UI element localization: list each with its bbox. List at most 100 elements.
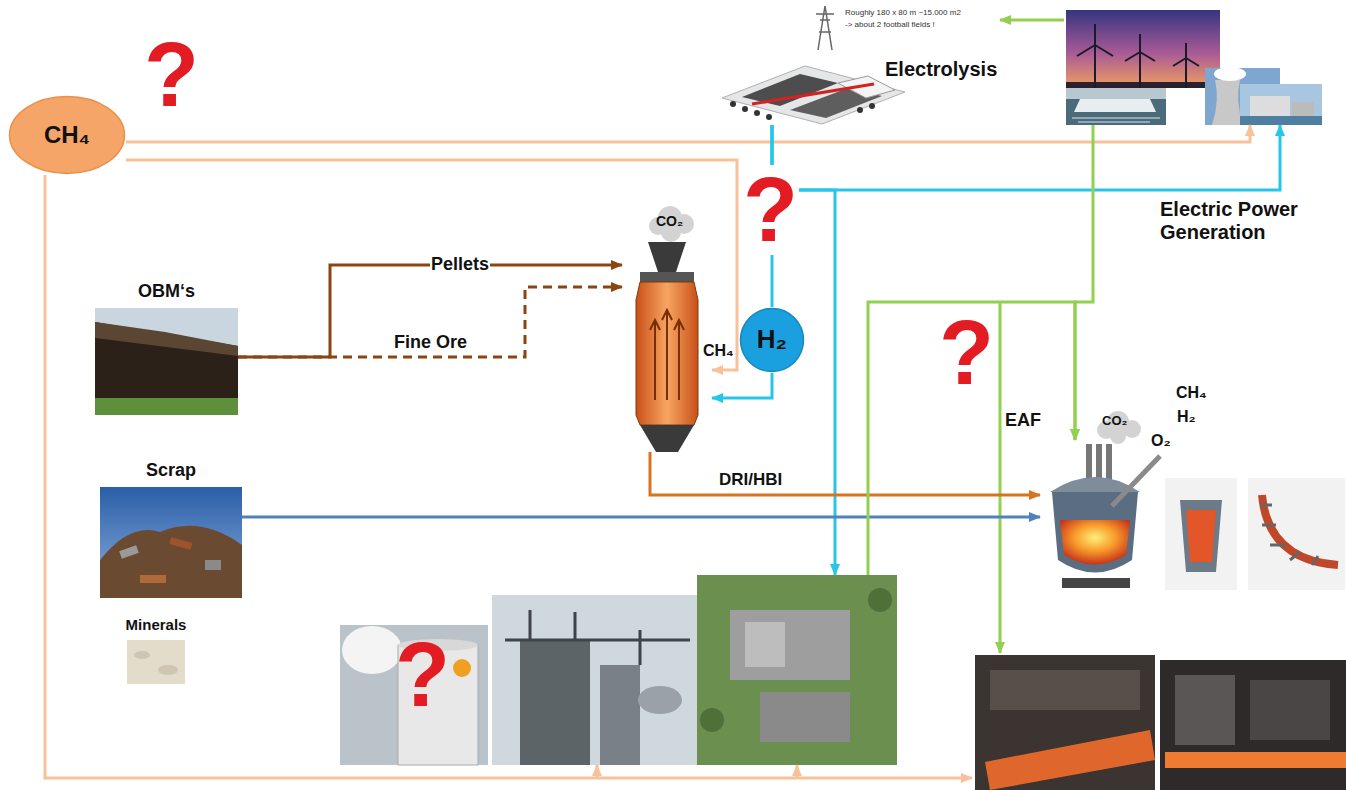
hydrogen-circle: H₂ xyxy=(739,307,805,373)
rolling-mill-photo xyxy=(1250,680,1330,740)
power-plant-group: ? xyxy=(340,575,898,765)
edge-group xyxy=(45,20,1280,778)
edge-label-anchor: Pellets xyxy=(430,254,490,275)
electrolysis-plant-drawing xyxy=(766,114,772,120)
scrap-pile-photo xyxy=(205,560,221,570)
shaft-furnace-drawing xyxy=(636,282,698,425)
ore-stockpile-photo xyxy=(95,308,238,415)
industrial-plant-photo xyxy=(638,686,682,714)
caster-drawing xyxy=(1248,478,1345,590)
gas-tank-photo xyxy=(340,625,488,765)
power-generation: Electric Power Generation xyxy=(1064,8,1322,125)
electrolysis-plant-drawing xyxy=(730,101,736,107)
minerals-photo xyxy=(127,640,185,684)
wind-farm-photo xyxy=(1125,34,1155,88)
rolling-mill-photo xyxy=(1165,752,1346,768)
material-title: Minerals xyxy=(126,616,187,633)
question-mark: ? xyxy=(395,630,450,720)
electrolysis-plant-drawing xyxy=(857,107,863,113)
ore-stockpile-photo xyxy=(95,398,238,415)
edge-label-anchor: DRI/HBI xyxy=(718,470,783,490)
gas-tank-photo xyxy=(342,626,402,674)
wind-farm-photo xyxy=(1066,10,1220,88)
electric-arc-furnace-drawing xyxy=(1050,411,1160,588)
steel-mill-photo xyxy=(975,655,1155,790)
question-mark: ? xyxy=(742,165,799,255)
edge-label-anchor: CH₄ xyxy=(702,342,735,360)
power-plant-aerial-photo xyxy=(868,588,892,612)
industrial-plant-photo xyxy=(520,640,590,765)
flow-line xyxy=(796,765,799,778)
plant-title: Electrolysis xyxy=(885,58,997,81)
hydro-plant-photo xyxy=(1066,88,1166,125)
edge-label: DRI/HBI xyxy=(718,470,783,490)
electrolysis-plant-drawing xyxy=(742,106,748,112)
gas-label: O₂ xyxy=(1150,432,1172,450)
flow-arrow xyxy=(650,452,1040,495)
industrial-plant-photo xyxy=(492,595,700,765)
unit-title: EAF xyxy=(1005,410,1041,431)
rolling-mill-photo xyxy=(1160,660,1346,790)
gas-tank-photo xyxy=(453,659,471,677)
shaft-furnace-drawing xyxy=(648,242,686,272)
question-mark: ? xyxy=(143,30,200,120)
ore-stockpile-photo xyxy=(95,308,238,415)
material-title: OBM‘s xyxy=(138,281,195,302)
scrap-pile-photo xyxy=(100,526,242,598)
nuclear-plant-photo xyxy=(1250,96,1290,116)
hydro-plant-photo xyxy=(1066,88,1166,125)
wind-farm-photo xyxy=(1066,82,1220,88)
industrial-plant-photo xyxy=(600,665,640,765)
scrap-pile-photo xyxy=(100,487,242,598)
electric-arc-furnace-drawing xyxy=(1062,578,1130,588)
flow-arrow xyxy=(772,125,1280,190)
electrolysis-plant-drawing xyxy=(816,6,834,50)
minerals-sample: Minerals xyxy=(127,640,185,684)
electric-arc-furnace-drawing xyxy=(1052,492,1138,573)
ladle-drawing xyxy=(1186,510,1216,562)
gas-tank-photo xyxy=(340,625,488,765)
ladle-drawing xyxy=(1165,478,1237,590)
steel-mill-photo xyxy=(985,730,1155,790)
caster-drawing xyxy=(1260,505,1318,565)
label-anchor: ? xyxy=(143,30,200,120)
ladle-drawing xyxy=(1180,500,1222,572)
scrap-pile: Scrap xyxy=(100,487,242,598)
power-plant-aerial-photo xyxy=(745,622,785,667)
label-anchor: ? xyxy=(742,165,799,255)
shaft-furnace-drawing xyxy=(650,310,684,400)
question-mark: ? xyxy=(938,308,995,398)
minerals-photo xyxy=(127,640,185,684)
electric-arc-furnace-drawing xyxy=(1110,428,1126,444)
flow-arrow xyxy=(868,302,1075,575)
shaft-furnace: CO₂ xyxy=(622,240,712,452)
flow-line xyxy=(597,302,1000,778)
power-plant-aerial-photo xyxy=(697,575,897,765)
flow-arrow xyxy=(126,125,1250,142)
label-anchor: CH₄ xyxy=(1175,384,1208,402)
gas-ellipse-outline xyxy=(10,97,125,174)
flow-arrow xyxy=(1075,125,1093,440)
hydrogen-circle-outline xyxy=(741,309,804,372)
nuclear-plant-photo xyxy=(1292,102,1314,116)
minerals-photo xyxy=(158,665,178,675)
nuclear-plant-photo xyxy=(1214,67,1246,81)
hydro-plant-photo xyxy=(1074,99,1156,112)
electrolysis-plant-drawing xyxy=(722,66,905,124)
scrap-pile-photo xyxy=(119,545,139,559)
wind-farm-photo xyxy=(1173,43,1199,88)
scrap-pile-photo xyxy=(100,487,242,598)
shaft-furnace-drawing xyxy=(636,206,698,452)
flow-arrow xyxy=(1000,19,1064,22)
shaft-furnace-drawing xyxy=(640,272,694,282)
edge-label: Pellets xyxy=(430,254,490,275)
edge-label: Fine Ore xyxy=(393,332,468,353)
flow-line xyxy=(597,777,972,780)
minerals-photo xyxy=(134,651,150,659)
gas-ellipse: CH₄ xyxy=(8,95,126,175)
flow-arrow xyxy=(238,287,622,357)
power-plant-aerial-photo xyxy=(697,575,897,765)
label-anchor: O₂ xyxy=(1150,432,1172,450)
